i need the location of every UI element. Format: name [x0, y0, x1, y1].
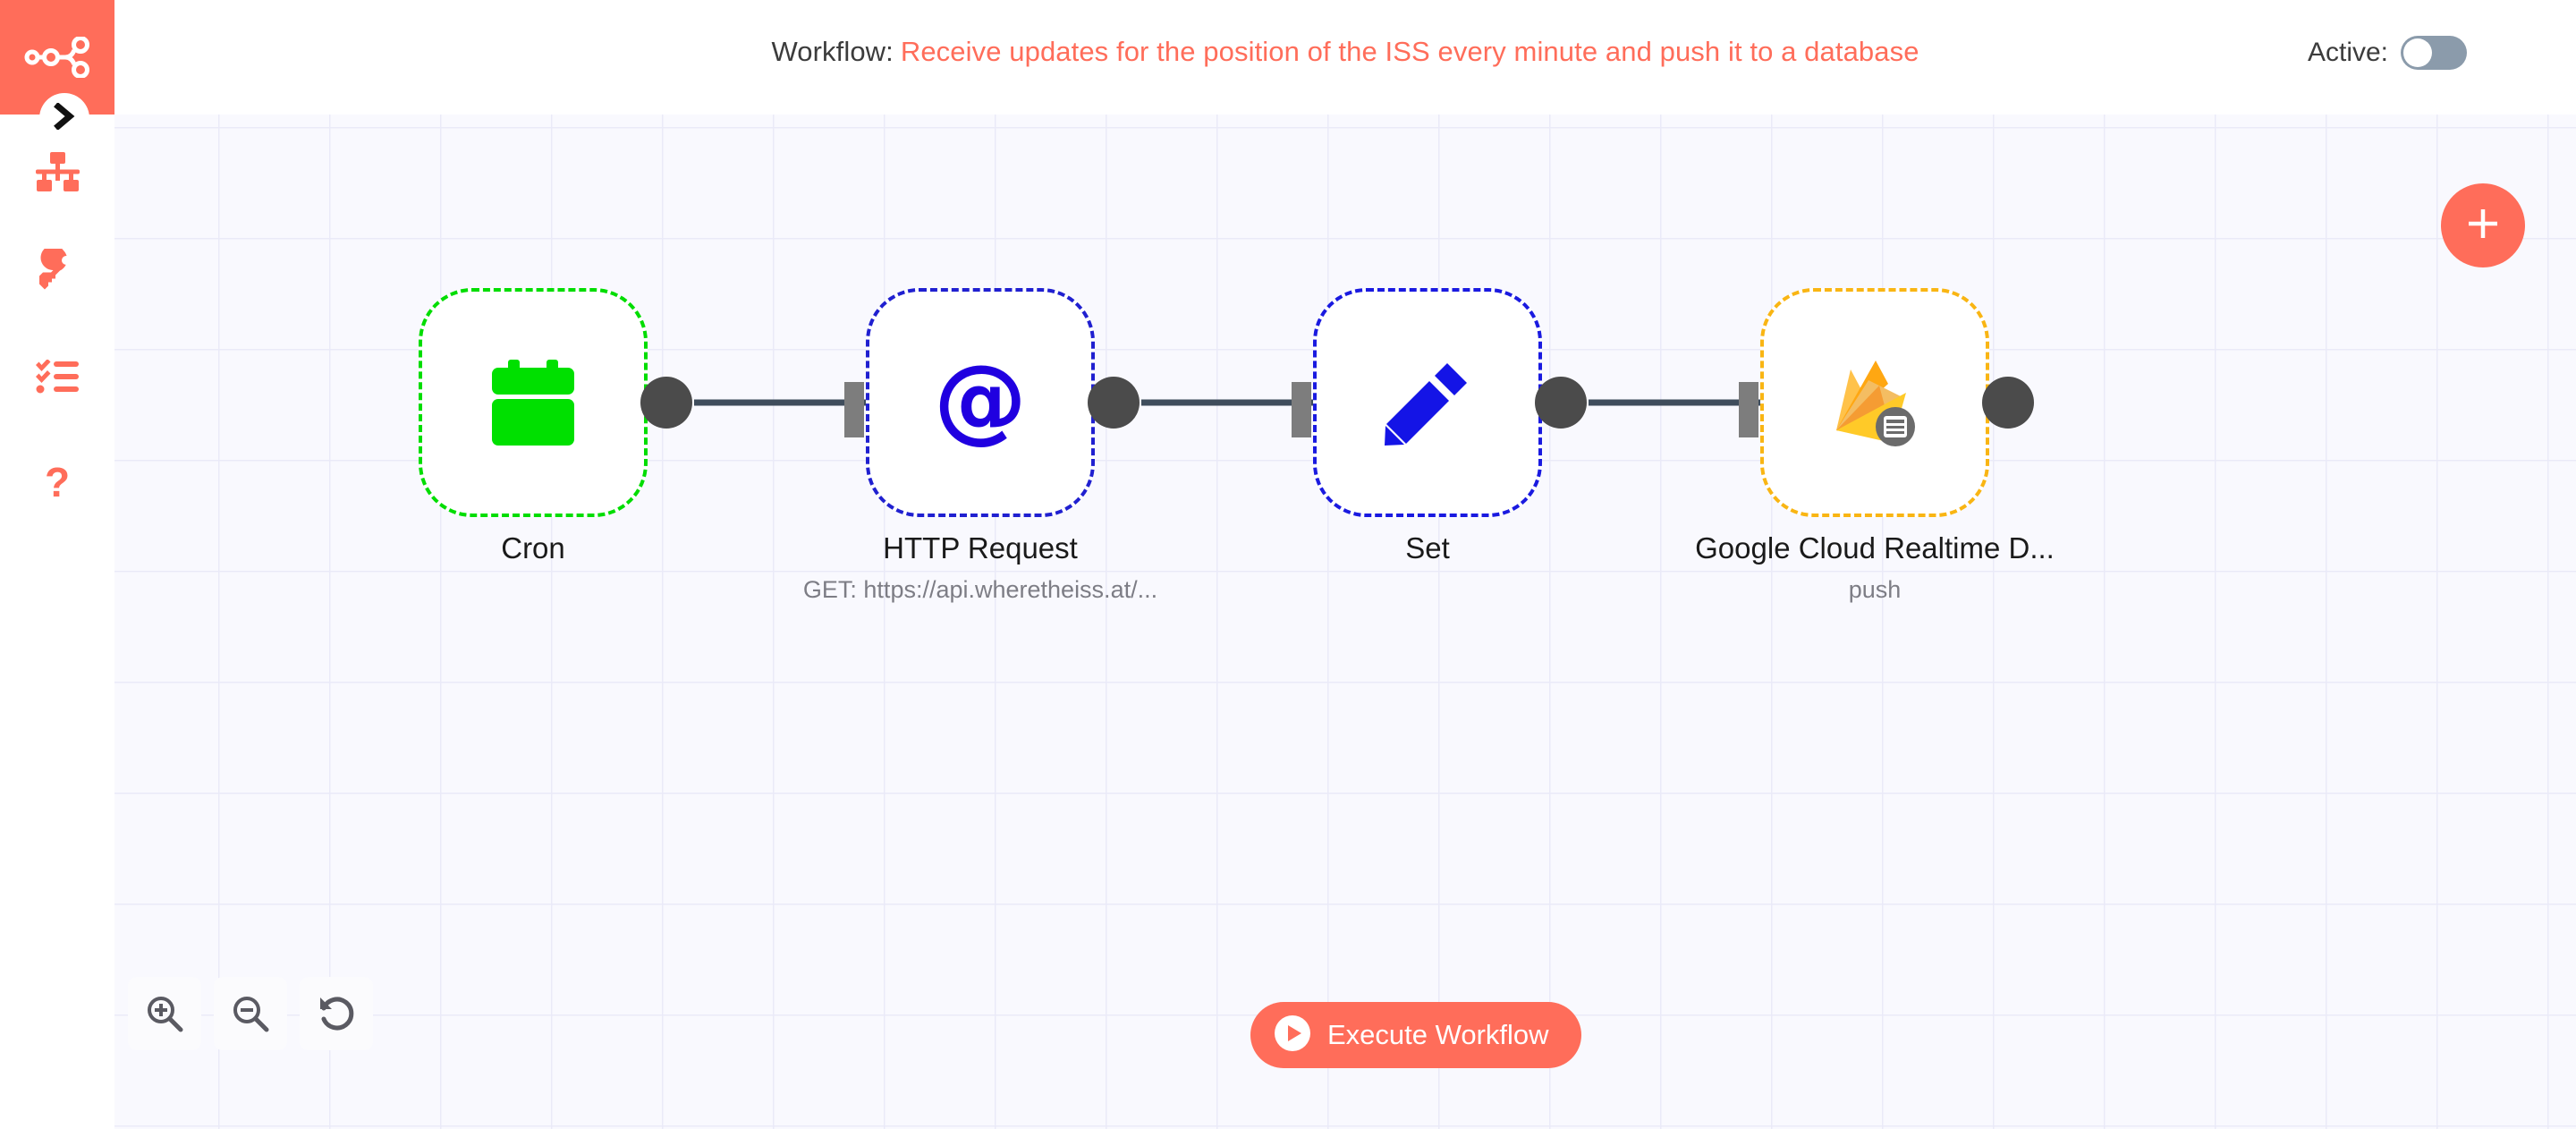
connections-layer: [694, 378, 1919, 427]
sidebar: ?: [0, 0, 114, 1129]
node-google-cloud-realtime-database-input-endpoint[interactable]: [1739, 382, 1758, 437]
node-google-cloud-realtime-database-subtitle: push: [1848, 576, 1902, 603]
zoom-in-icon: [145, 994, 184, 1033]
svg-text:@: @: [934, 354, 1027, 451]
node-set-box[interactable]: [1313, 288, 1542, 517]
sitemap-icon: [34, 152, 80, 193]
sidebar-item-help[interactable]: ?: [0, 443, 114, 529]
node-cron-label: Cron: [501, 531, 565, 564]
chevron-right-icon: [54, 101, 75, 134]
node-set-input-endpoint[interactable]: [1292, 382, 1311, 437]
node-set[interactable]: Set: [1292, 288, 1587, 564]
node-cron-box[interactable]: [419, 288, 648, 517]
node-google-cloud-realtime-database-box[interactable]: [1760, 288, 1989, 517]
at-sign-icon: @: [932, 354, 1029, 451]
sidebar-item-executions[interactable]: [0, 334, 114, 420]
calendar-icon: [492, 360, 574, 446]
workflow-title-label: Workflow:: [771, 36, 894, 67]
sidebar-item-workflows[interactable]: [0, 130, 114, 216]
zoom-out-icon: [231, 994, 270, 1033]
header-bar: Workflow:Receive updates for the positio…: [114, 0, 2576, 115]
workflow-title: Workflow:Receive updates for the positio…: [114, 36, 2576, 68]
zoom-in-button[interactable]: [128, 977, 201, 1050]
node-http-request[interactable]: @ HTTP Request GET: https://api.wherethe…: [803, 288, 1157, 603]
workflow-title-value[interactable]: Receive updates for the position of the …: [900, 36, 1919, 67]
question-mark-icon: ?: [42, 464, 72, 507]
node-set-output-endpoint[interactable]: [1535, 377, 1587, 429]
active-toggle[interactable]: [2401, 36, 2467, 70]
execute-workflow-label: Execute Workflow: [1327, 1019, 1549, 1050]
firebase-database-icon: [1826, 353, 1924, 452]
node-http-request-subtitle: GET: https://api.wheretheiss.at/...: [802, 576, 1158, 603]
sidebar-collapse-button[interactable]: [39, 93, 89, 143]
node-google-cloud-realtime-database-output-endpoint[interactable]: [1982, 377, 2034, 429]
active-label: Active:: [2307, 38, 2388, 67]
node-http-request-label: HTTP Request: [883, 531, 1078, 564]
plus-icon: [2463, 204, 2503, 248]
zoom-out-button[interactable]: [214, 977, 287, 1050]
zoom-controls: [128, 977, 373, 1050]
n8n-workflow-logo-icon: [24, 37, 90, 78]
execute-workflow-button[interactable]: Execute Workflow: [1250, 1002, 1581, 1068]
checklist-icon: [36, 360, 79, 394]
reset-zoom-button[interactable]: [300, 977, 373, 1050]
node-cron-output-endpoint[interactable]: [640, 377, 692, 429]
active-toggle-group: Active:: [2308, 36, 2467, 70]
sidebar-item-credentials[interactable]: [0, 226, 114, 312]
node-cron[interactable]: Cron: [419, 288, 692, 564]
workflow-canvas[interactable]: Cron @ HTTP Request GET: https://api.whe…: [114, 115, 2576, 1129]
reset-zoom-icon: [317, 994, 356, 1033]
node-set-label: Set: [1405, 531, 1450, 564]
node-google-cloud-realtime-database-label: Google Cloud Realtime D...: [1695, 531, 2055, 564]
play-icon: [1274, 1014, 1311, 1057]
node-http-request-input-endpoint[interactable]: [844, 382, 864, 437]
node-http-request-output-endpoint[interactable]: [1088, 377, 1140, 429]
key-icon: [37, 249, 78, 290]
node-http-request-box[interactable]: @: [866, 288, 1095, 517]
svg-text:?: ?: [45, 464, 70, 505]
pencil-icon: [1385, 360, 1470, 446]
node-google-cloud-realtime-database[interactable]: Google Cloud Realtime D... push: [1695, 288, 2055, 603]
active-toggle-knob: [2403, 38, 2432, 67]
add-node-button[interactable]: [2441, 183, 2525, 267]
